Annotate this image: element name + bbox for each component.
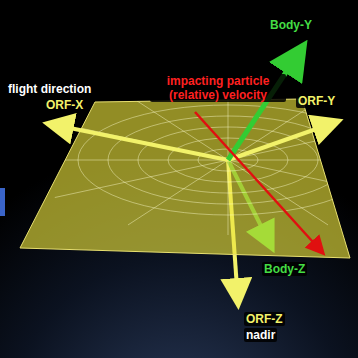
axis-name: ORF-Y bbox=[296, 94, 337, 108]
axis-caption: flight direction bbox=[6, 82, 93, 96]
orf-x-axis bbox=[50, 124, 228, 160]
axis-name: Body-Z bbox=[262, 262, 307, 276]
grid-spoke bbox=[128, 160, 228, 225]
grid-spoke bbox=[28, 160, 228, 161]
grid-spoke bbox=[228, 160, 358, 198]
plane-grid bbox=[28, 85, 358, 235]
edge-strip bbox=[0, 188, 5, 216]
grid-spoke bbox=[228, 160, 358, 161]
grid-spoke bbox=[228, 160, 328, 225]
particle-velocity-arrow bbox=[195, 112, 322, 252]
axis-name: ORF-Z bbox=[244, 312, 285, 326]
orf-y-axis bbox=[228, 122, 336, 160]
axis-name: ORF-X bbox=[44, 98, 85, 112]
axis-caption: nadir bbox=[244, 328, 277, 342]
vector-label: impacting particle (relative) velocity bbox=[150, 74, 286, 102]
grid-spoke bbox=[228, 160, 229, 235]
body-y-axis bbox=[228, 48, 302, 160]
axis-name: Body-Y bbox=[268, 18, 314, 32]
orbital-plane bbox=[20, 99, 350, 258]
grid-spoke bbox=[55, 160, 228, 198]
